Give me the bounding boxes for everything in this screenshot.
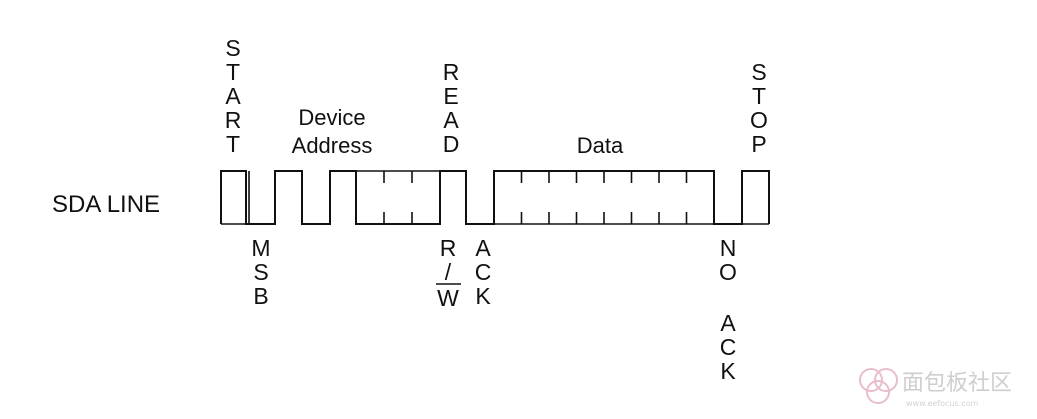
start-label-letter: S [225,35,240,61]
stop-label-letter: S [751,59,766,85]
msb-label: MSB [251,235,270,309]
device-address-label-line1: Device [298,105,365,130]
msb-label-letter: S [253,259,268,285]
rw-label-r: R [440,235,457,261]
stop-label-letter: O [750,107,768,133]
ack-label-letter: K [475,283,491,309]
read-label-letter: D [443,131,460,157]
device-address-label-line2: Address [292,133,373,158]
rw-label-slash: / [445,259,452,285]
sda-waveform [220,170,770,225]
watermark: 面包板社区 www.eefocus.com [859,368,1012,408]
read-label-letter: A [443,107,459,133]
no-ack-label-letter: K [720,358,736,384]
ack-label: ACK [475,235,492,309]
no-label-letter: O [719,259,737,285]
msb-label-letter: B [253,283,268,309]
no-label-letter: N [720,235,737,261]
stop-label-letter: T [752,83,766,109]
read-label-letter: R [443,59,460,85]
watermark-logo-icon [859,368,898,404]
read-label-letter: E [443,83,458,109]
data-bit-ticks [520,171,688,224]
no-ack-label-letter: C [720,334,737,360]
sda-line-label: SDA LINE [52,191,160,218]
start-label-letter: A [225,83,241,109]
ack-label-letter: C [475,259,492,285]
data-label: Data [577,133,624,158]
start-label-letter: T [226,131,240,157]
rw-label-w: W [437,285,459,311]
no-ack-label-letter: A [720,310,736,336]
no-label: NO [719,235,737,285]
start-label-letter: T [226,59,240,85]
watermark-text: 面包板社区 [902,371,1012,396]
ack-label-letter: A [475,235,491,261]
watermark-subtext: www.eefocus.com [906,399,978,408]
no-ack-label: ACK [720,310,737,384]
start-label-letter: R [225,107,242,133]
stop-label-letter: P [751,131,766,157]
msb-label-letter: M [251,235,270,261]
